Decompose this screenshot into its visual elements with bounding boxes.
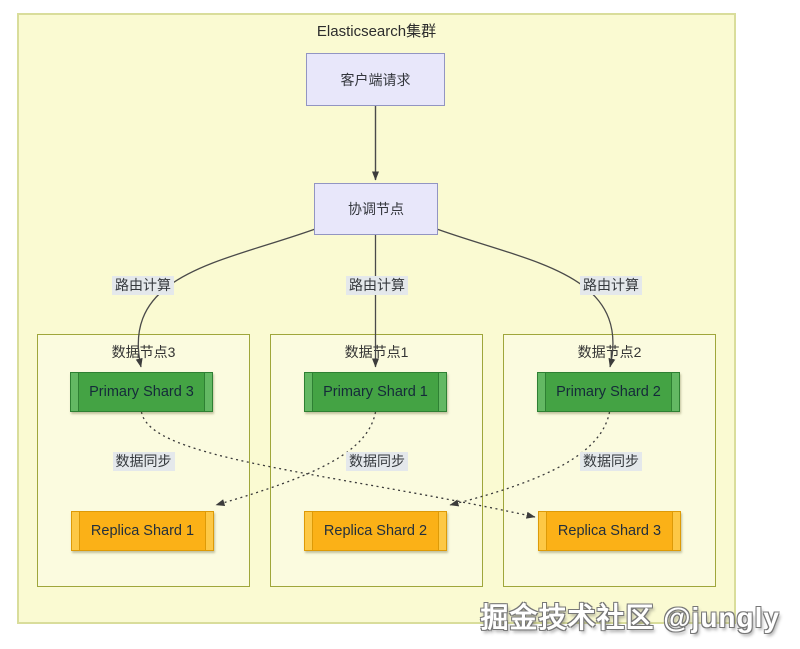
routing-label-left: 路由计算 [112,276,174,295]
replica-shard-1-label: Replica Shard 1 [90,523,195,539]
replica-shard-3-label: Replica Shard 3 [557,523,662,539]
routing-label-middle: 路由计算 [346,276,408,295]
coordinator-node-box: 协调节点 [314,183,438,235]
coordinator-node-label: 协调节点 [348,201,404,217]
replica-shard-2-label: Replica Shard 2 [323,523,428,539]
primary-shard-1-box: Primary Shard 1 [304,372,447,412]
cluster-title: Elasticsearch集群 [316,23,437,40]
data-node-2-title: 数据节点2 [577,344,642,360]
sync-label-right: 数据同步 [580,452,642,471]
replica-shard-1-box: Replica Shard 1 [71,511,214,551]
data-node-1-title: 数据节点1 [344,344,409,360]
primary-shard-1-label: Primary Shard 1 [323,384,428,400]
client-request-box: 客户端请求 [306,53,445,106]
sync-label-left: 数据同步 [112,452,175,471]
routing-label-right: 路由计算 [580,276,642,295]
data-node-3-title: 数据节点3 [111,344,176,360]
primary-shard-3-label: Primary Shard 3 [89,384,194,400]
primary-shard-2-label: Primary Shard 2 [556,384,661,400]
primary-shard-2-box: Primary Shard 2 [537,372,680,412]
client-request-label: 客户端请求 [340,71,411,88]
juejin-watermark: 掘金技术社区 @jungly [480,602,780,633]
replica-shard-2-box: Replica Shard 2 [304,511,447,551]
sync-label-middle: 数据同步 [346,452,408,471]
primary-shard-3-box: Primary Shard 3 [70,372,213,412]
replica-shard-3-box: Replica Shard 3 [538,511,681,551]
